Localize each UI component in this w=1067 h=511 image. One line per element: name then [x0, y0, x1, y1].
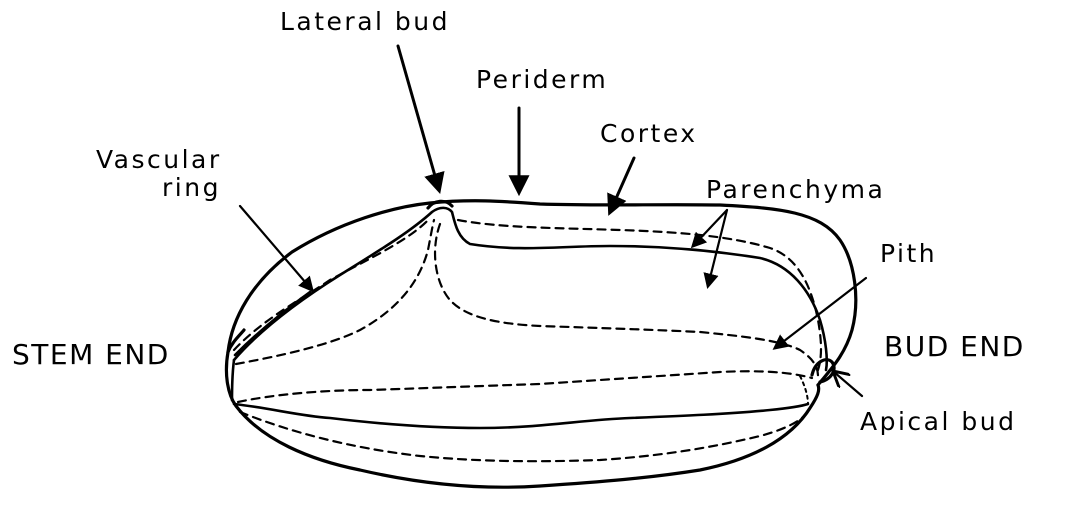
- cortex-boundary-lower: [234, 404, 808, 428]
- arrow-lateral-bud: [398, 46, 439, 190]
- cortex-boundary-upper: [234, 208, 827, 370]
- label-stem-end: STEM END: [12, 338, 170, 371]
- label-parenchyma: Parenchyma: [706, 175, 885, 204]
- cortex-band-left: [232, 360, 234, 400]
- vascular-ring-top: [458, 220, 821, 370]
- label-periderm: Periderm: [476, 65, 608, 94]
- pith-boundary-lower: [238, 371, 812, 402]
- label-vascular-ring-line2: ring: [162, 173, 221, 202]
- pith-boundary-left: [236, 220, 434, 364]
- pith-apex-dots: [800, 376, 808, 404]
- vascular-ring-lower: [240, 408, 810, 461]
- label-lateral-bud: Lateral bud: [280, 7, 450, 36]
- label-vascular-ring-line1: Vascular: [96, 145, 222, 174]
- label-pith: Pith: [880, 239, 937, 268]
- label-apical-bud: Apical bud: [860, 407, 1016, 436]
- label-cortex: Cortex: [600, 119, 698, 148]
- label-bud-end: BUD END: [884, 330, 1025, 363]
- arrow-apical-bud: [834, 372, 862, 396]
